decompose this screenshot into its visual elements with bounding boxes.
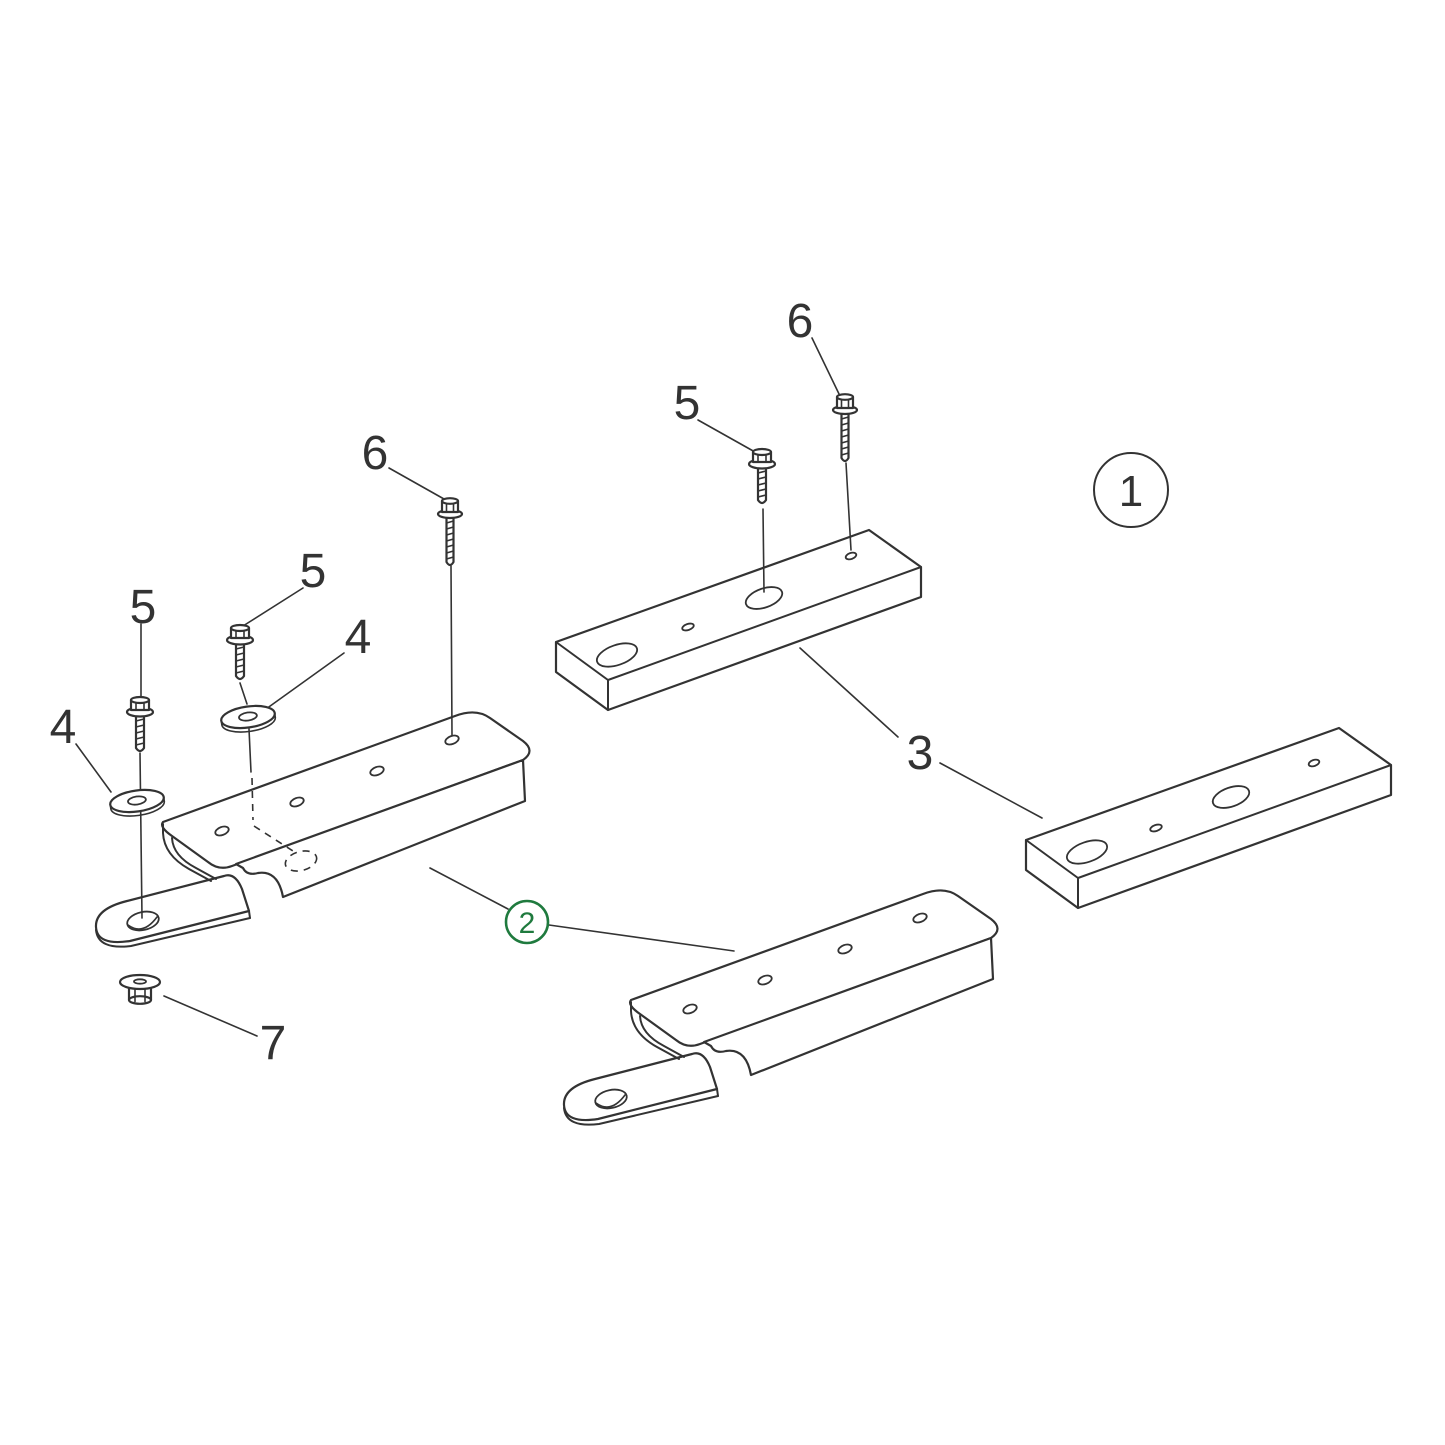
- axis-line-5-left: [139, 752, 143, 919]
- leader-line-5-mid: [242, 587, 304, 627]
- callout-7-label: 7: [260, 1017, 287, 1070]
- callout-4-left-label: 4: [50, 701, 77, 754]
- mount-plate-upper: [554, 528, 923, 712]
- flange-nut-7: [118, 973, 162, 1005]
- hidden-hole-detail: [251, 777, 318, 872]
- leader-line-7: [163, 995, 258, 1037]
- leader-line-3-upper: [799, 647, 899, 738]
- leader-line-4-mid: [265, 652, 345, 710]
- callout-5-upper-label: 5: [674, 377, 701, 430]
- leader-line-4-left: [75, 743, 112, 793]
- leader-line-2-left: [429, 867, 509, 910]
- callout-4-mid-label: 4: [345, 611, 372, 664]
- leader-line-2-right: [548, 924, 735, 952]
- callout-6-left-label: 6: [362, 427, 389, 480]
- leader-line-6-upper: [811, 337, 841, 397]
- axis-line-6-left: [450, 565, 453, 737]
- callout-5-mid-label: 5: [300, 545, 327, 598]
- axis-line-5-mid: [239, 682, 252, 773]
- callout-1-circle: [1093, 452, 1169, 528]
- callout-5-left-label: 5: [130, 581, 157, 634]
- axis-line-6-upper: [845, 462, 852, 551]
- mount-plate-lower: [1024, 726, 1393, 910]
- callout-1-label: 1: [1119, 467, 1143, 516]
- axis-line-5-upper: [762, 508, 765, 593]
- callout-3-label: 3: [907, 727, 934, 780]
- callout-6-upper-label: 6: [787, 295, 814, 348]
- callout-2-circle: [504, 899, 550, 945]
- leader-line-3-lower: [939, 762, 1043, 819]
- leader-line-5-upper: [697, 419, 756, 453]
- callout-2-label: 2: [519, 907, 536, 940]
- leader-line-6-left: [388, 467, 445, 500]
